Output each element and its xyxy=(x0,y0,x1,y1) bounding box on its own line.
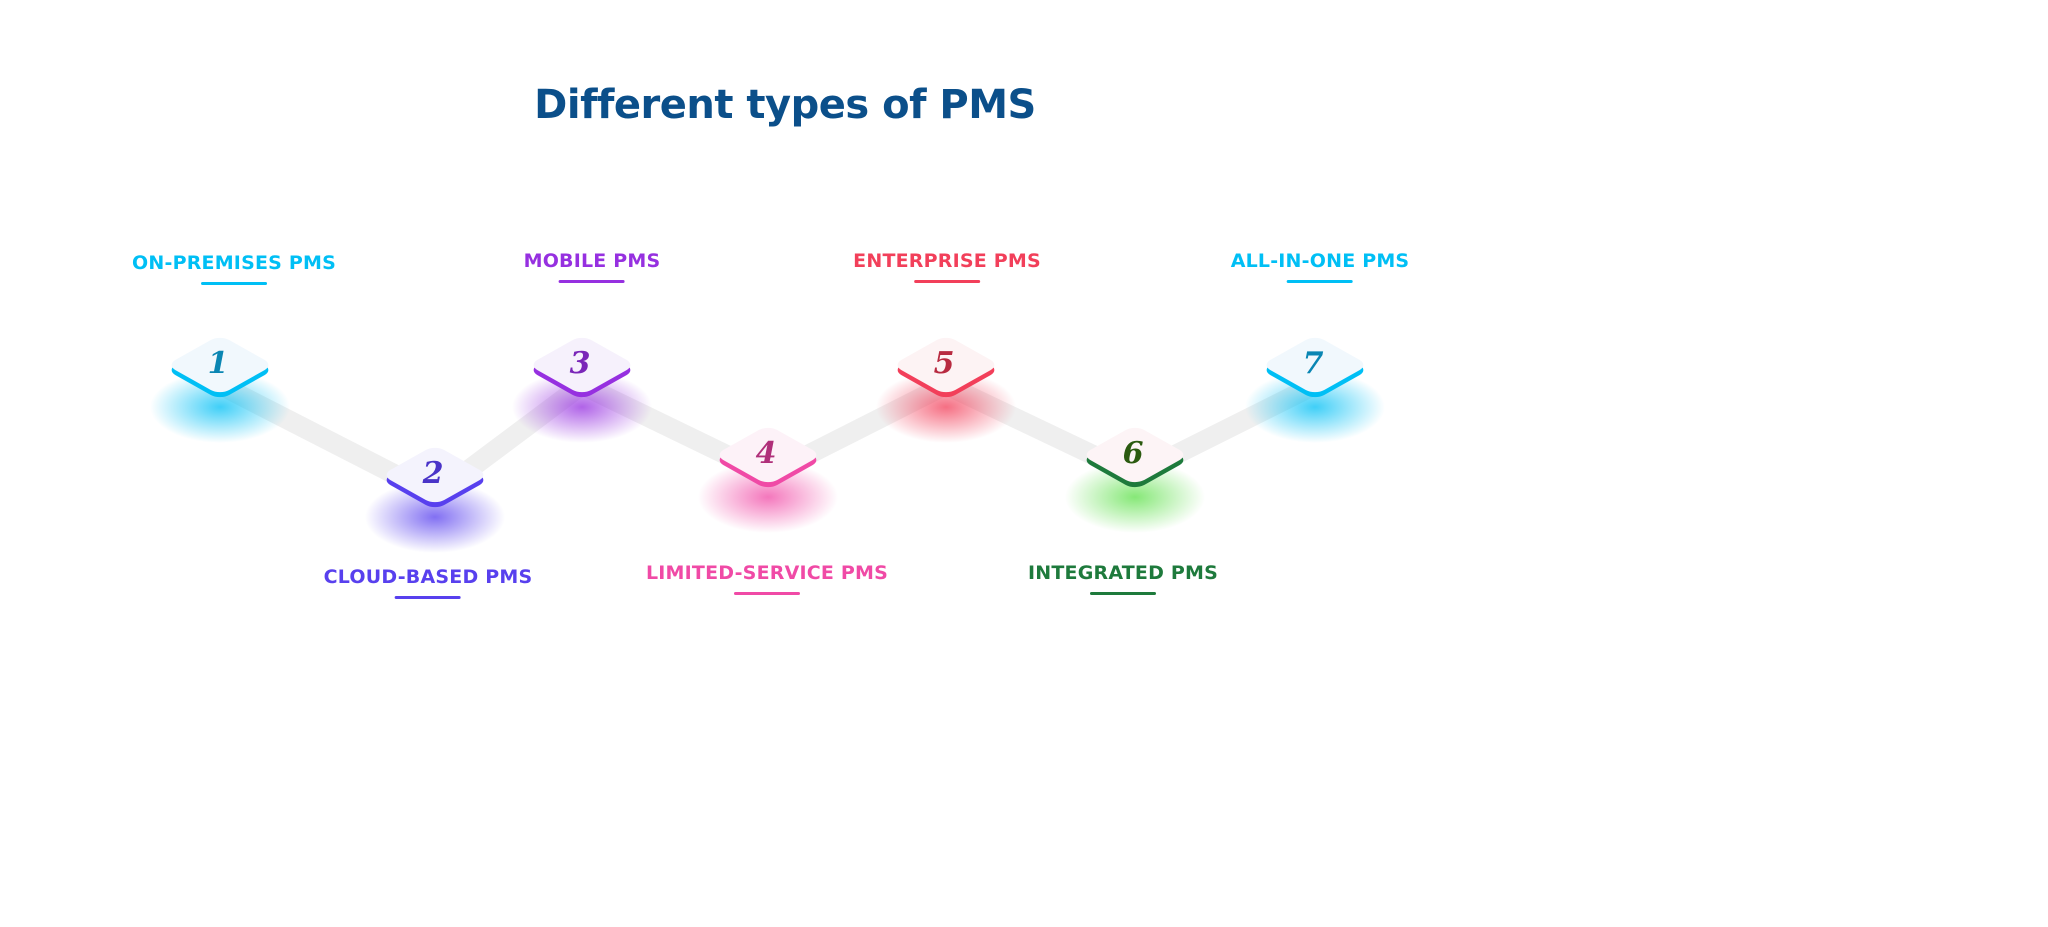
tile-glow xyxy=(150,371,290,443)
step-number: 1 xyxy=(208,346,229,381)
tile-glow xyxy=(876,371,1016,443)
step-label-text: INTEGRATED PMS xyxy=(1027,562,1219,584)
tile-face xyxy=(897,337,995,393)
step-label-1: ON-PREMISES PMS xyxy=(132,252,336,285)
step-tile-1: 1 xyxy=(150,337,290,443)
step-tile-5: 5 xyxy=(876,337,1016,443)
step-tile-2: 2 xyxy=(365,447,505,553)
tile-face xyxy=(1086,427,1184,483)
label-underline xyxy=(734,592,800,595)
tile-glow xyxy=(1065,461,1205,533)
step-label-text: ENTERPRISE PMS xyxy=(853,250,1041,272)
step-label-text: ON-PREMISES PMS xyxy=(132,252,336,274)
diagram-title: Different types of PMS xyxy=(534,82,1036,128)
step-label-4: LIMITED-SERVICE PMS xyxy=(646,562,888,595)
step-label-2: CLOUD-BASED PMS xyxy=(324,566,533,599)
tile-glow xyxy=(512,371,652,443)
step-tile-7: 7 xyxy=(1245,337,1385,443)
label-underline xyxy=(1287,280,1353,283)
step-number: 2 xyxy=(422,456,444,491)
step-number: 4 xyxy=(756,436,777,471)
tile-face xyxy=(386,447,484,503)
step-label-7: ALL-IN-ONE PMS xyxy=(1231,250,1410,283)
step-number: 7 xyxy=(1303,346,1324,381)
tile-glow xyxy=(1245,371,1385,443)
label-underline xyxy=(201,282,267,285)
label-underline xyxy=(395,596,461,599)
step-label-6: INTEGRATED PMS xyxy=(1028,562,1218,595)
tile-face xyxy=(533,337,631,393)
tile-glow xyxy=(365,481,505,553)
step-tile-4: 4 xyxy=(698,427,838,533)
step-label-5: ENTERPRISE PMS xyxy=(853,250,1041,283)
step-label-text: ALL-IN-ONE PMS xyxy=(1230,250,1410,272)
step-label-3: MOBILE PMS xyxy=(524,250,661,283)
label-underline xyxy=(558,280,625,283)
label-underline xyxy=(1089,592,1156,595)
step-label-text: CLOUD-BASED PMS xyxy=(323,566,533,588)
step-tiles: 1 2 3 4 5 6 7 xyxy=(150,337,1385,553)
tile-face xyxy=(171,337,269,393)
step-number: 3 xyxy=(570,346,591,381)
label-underline xyxy=(913,280,980,283)
tile-face xyxy=(719,427,817,483)
step-tile-3: 3 xyxy=(512,337,652,443)
step-label-text: MOBILE PMS xyxy=(523,250,661,272)
tile-face xyxy=(1266,337,1364,393)
step-tile-6: 6 xyxy=(1065,427,1205,533)
tile-glow xyxy=(698,461,838,533)
step-number: 6 xyxy=(1123,436,1144,471)
step-label-text: LIMITED-SERVICE PMS xyxy=(645,562,889,584)
step-number: 5 xyxy=(934,346,955,381)
